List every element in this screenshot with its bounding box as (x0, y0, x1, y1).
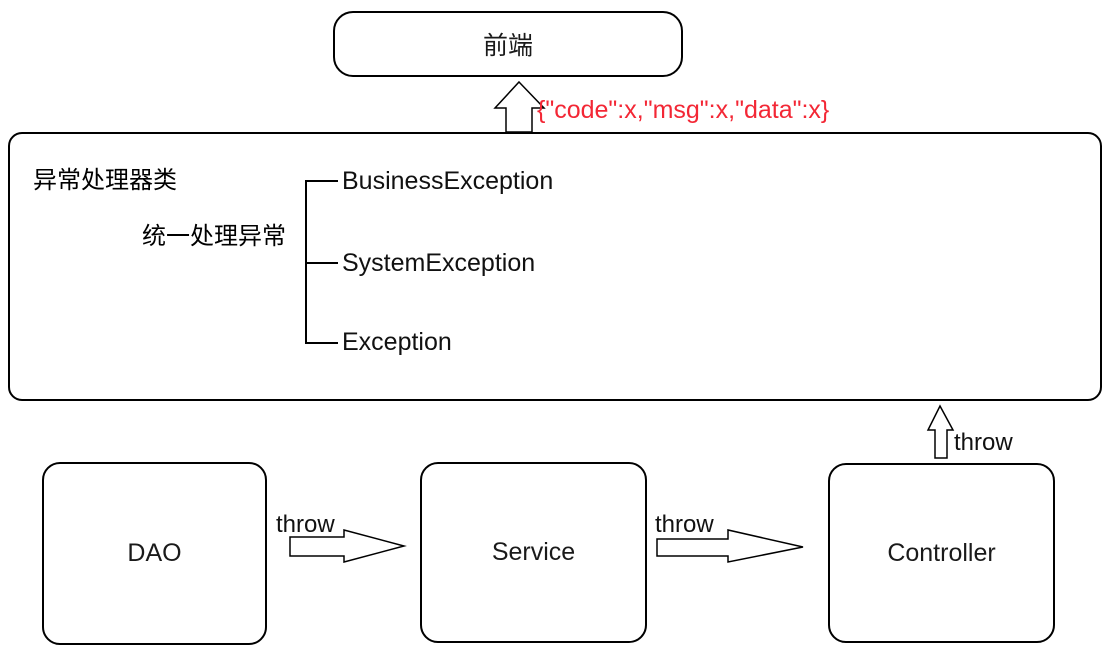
service-label: Service (491, 538, 576, 566)
frontend-box: 前端 (333, 11, 683, 77)
bracket-tick-system (305, 262, 338, 264)
exception-handler-box (8, 132, 1102, 401)
up-arrow-controller-handler-icon (926, 404, 955, 459)
bracket-tick-business (305, 180, 338, 182)
handler-subtitle: 统一处理异常 (142, 223, 286, 250)
throw-label-service-controller: throw (655, 511, 714, 538)
throw-label-dao-service: throw (276, 511, 335, 538)
exception-item-business: BusinessException (342, 167, 554, 195)
handler-title: 异常处理器类 (33, 167, 177, 194)
exception-item-system: SystemException (342, 249, 536, 277)
service-box: Service (420, 462, 647, 643)
throw-label-controller-handler: throw (954, 429, 1013, 456)
exception-item-generic: Exception (342, 328, 452, 356)
right-arrow-dao-service-icon (289, 529, 407, 563)
controller-box: Controller (828, 463, 1055, 643)
dao-label: DAO (127, 539, 182, 567)
controller-label: Controller (887, 538, 996, 567)
response-json-annotation: {"code":x,"msg":x,"data":x} (537, 96, 830, 124)
bracket-tick-exception (305, 342, 338, 344)
frontend-label: 前端 (482, 32, 533, 60)
dao-box: DAO (42, 462, 267, 645)
right-arrow-service-controller-icon (656, 529, 804, 563)
